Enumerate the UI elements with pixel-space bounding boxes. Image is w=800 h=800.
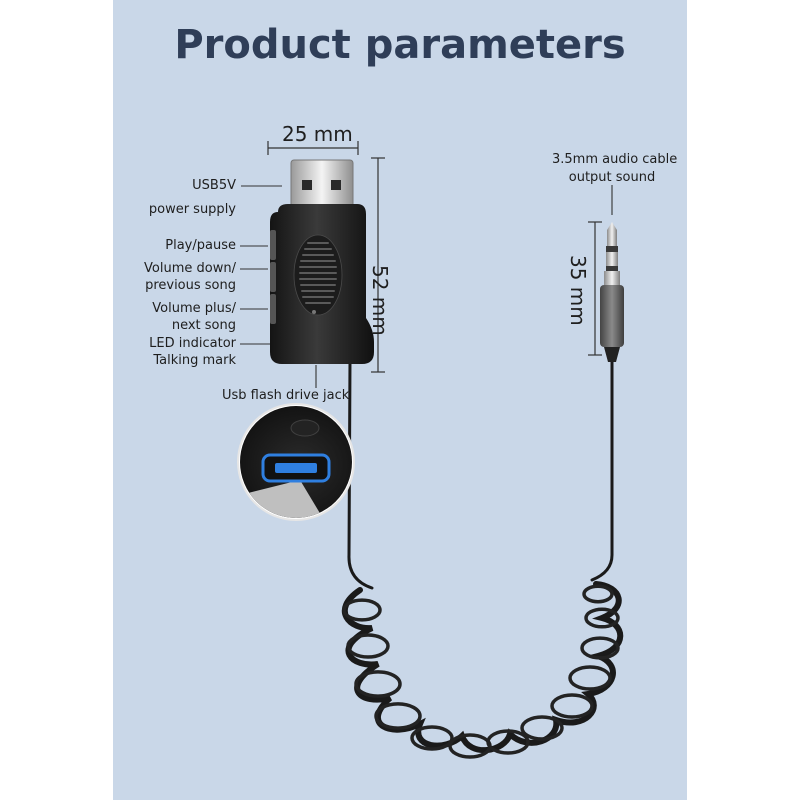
talking-mark-label: Talking mark [153,353,236,368]
width-dimension-line [267,141,359,155]
audio-jack [600,222,624,362]
adapter-body [270,204,374,364]
volume-up-label-2: next song [171,318,236,333]
usb-power-label-2: power supply [148,202,236,217]
coil-loop [486,729,530,755]
jack-dimension-line [588,221,602,356]
coil-loop [342,598,382,622]
width-dimension: 25 mm [282,122,353,146]
audio-cable-label-2: output sound [568,170,656,185]
coil-loop [582,584,614,604]
coil-loop [346,633,390,659]
volume-up-label: Volume plus/ [152,301,236,316]
coiled-cable [341,358,624,754]
audio-cable-label: 3.5mm audio cable [552,152,678,167]
usb-port-zoom [237,403,355,521]
label-leader-lines [240,185,613,388]
coil-loop [580,636,620,660]
coil-loop [568,665,612,691]
play-pause-label: Play/pause [165,238,236,253]
jack-length-dimension: 35 mm [566,255,590,326]
coil-loop [550,693,594,719]
volume-down-label-2: previous song [145,278,236,293]
coil-loop [354,670,402,698]
coil-loop [520,715,564,741]
volume-down-label: Volume down/ [144,261,236,276]
height-dimension-line [371,157,385,373]
led-indicator-label: LED indicator [149,336,236,351]
usb-power-label: USB5V [192,178,236,193]
coil-loops [342,584,620,759]
height-dimension: 52 mm [368,265,392,336]
usb-jack-label: Usb flash drive jack [222,388,350,403]
coil-loop [410,725,454,751]
coil-loop [374,702,422,730]
page-title: Product parameters [174,22,626,68]
coil-loop [584,607,620,629]
led-indicator [312,310,316,314]
